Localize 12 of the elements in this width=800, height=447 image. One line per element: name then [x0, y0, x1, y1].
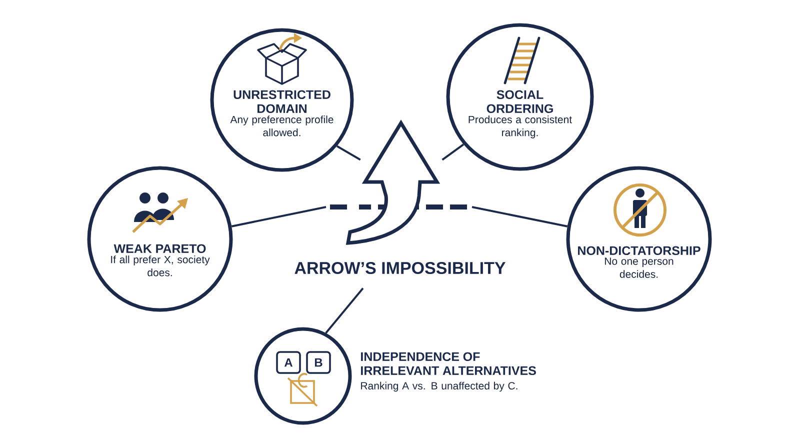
connector-line	[442, 144, 464, 161]
letter-key: A	[276, 351, 301, 374]
circle-caption: NON-DICTATORSHIP No one person decides.	[578, 246, 700, 278]
connector-line	[472, 206, 568, 228]
principle-text: INDEPENDENCE OF IRRELEVANT ALTERNATIVES Ranking A vs. B unaffected by C.	[361, 352, 536, 392]
connector-line	[325, 288, 364, 334]
circle-caption: SOCIAL ORDERING Produces a consistent ranking.	[468, 90, 572, 138]
connector-line	[231, 206, 326, 228]
circle-caption: WEAK PARETO If all prefer X, society does.	[111, 244, 210, 276]
letter-key: B	[306, 351, 331, 374]
circle-caption: UNRESTRICTED DOMAIN Any preference profile allowed.	[230, 90, 334, 136]
main-title: ARROW’S IMPOSSIBILITY	[294, 262, 506, 274]
